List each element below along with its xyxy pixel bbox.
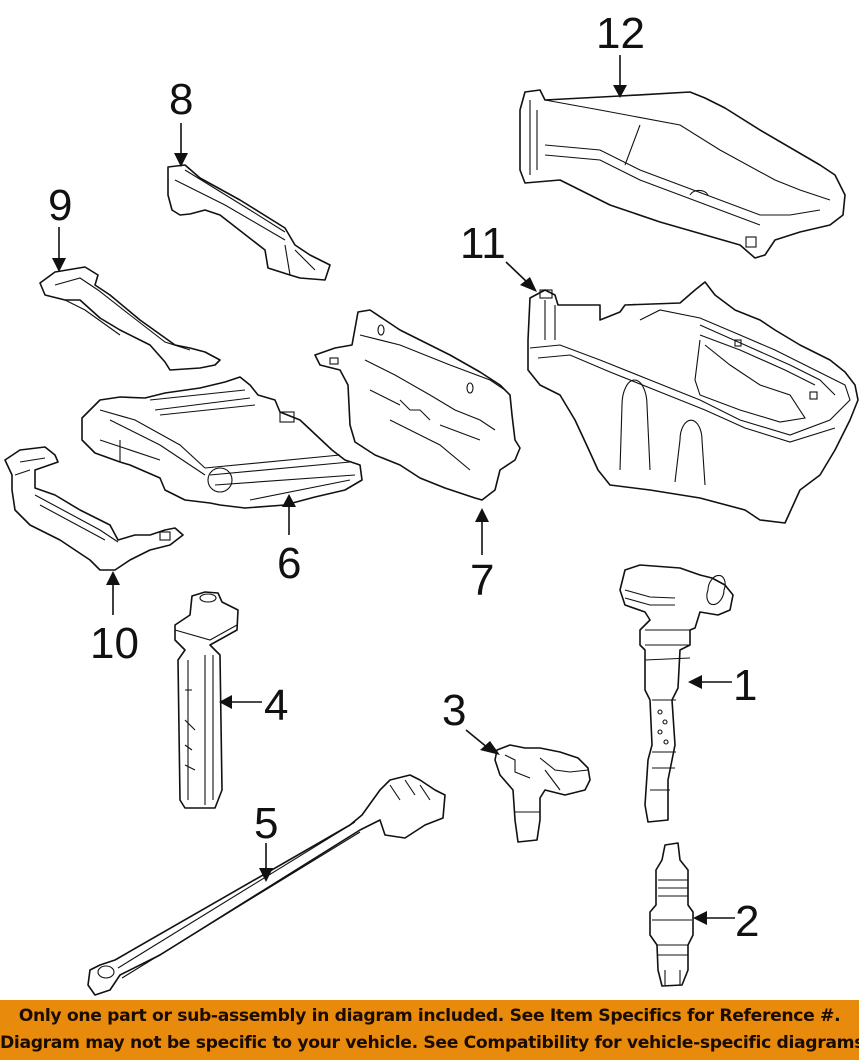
callout-leaders: [52, 55, 735, 925]
part-10-lower-bracket[interactable]: [4, 446, 184, 571]
callout-2: 2: [735, 897, 759, 946]
part-1-ignition-coil[interactable]: [619, 564, 734, 823]
callout-7: 7: [470, 556, 494, 605]
part-7-ecm-bracket[interactable]: [314, 309, 521, 501]
disclaimer-banner: Only one part or sub-assembly in diagram…: [0, 1000, 859, 1060]
callout-4: 4: [264, 681, 288, 730]
callout-labels: 1 2 3 4 5 6 7 8 9 10 11 12: [48, 9, 759, 946]
part-2-spark-plug[interactable]: [649, 842, 694, 987]
parts-diagram: 1 2 3 4 5 6 7 8 9 10 11 12: [4, 9, 859, 996]
part-11-ecm-box[interactable]: [527, 281, 859, 524]
part-5-knock-sensor[interactable]: [87, 774, 446, 996]
callout-11: 11: [460, 219, 506, 268]
callout-12: 12: [596, 9, 645, 58]
part-4-crankshaft-position-sensor[interactable]: [174, 591, 239, 809]
callout-5: 5: [254, 799, 278, 848]
disclaimer-line-1: Only one part or sub-assembly in diagram…: [18, 1006, 841, 1026]
part-8-upper-bracket[interactable]: [167, 164, 331, 281]
callout-10: 10: [90, 619, 139, 668]
callout-3: 3: [442, 686, 466, 735]
part-9-bracket[interactable]: [39, 266, 221, 371]
part-3-camshaft-position-sensor[interactable]: [494, 744, 591, 843]
callout-1: 1: [733, 661, 757, 710]
part-12-ecm-box-cover[interactable]: [519, 89, 846, 259]
callout-8: 8: [169, 75, 193, 124]
callout-9: 9: [48, 181, 72, 230]
disclaimer-line-2: Diagram may not be specific to your vehi…: [0, 1033, 859, 1053]
callout-6: 6: [277, 539, 301, 588]
part-6-engine-control-module[interactable]: [81, 376, 363, 509]
